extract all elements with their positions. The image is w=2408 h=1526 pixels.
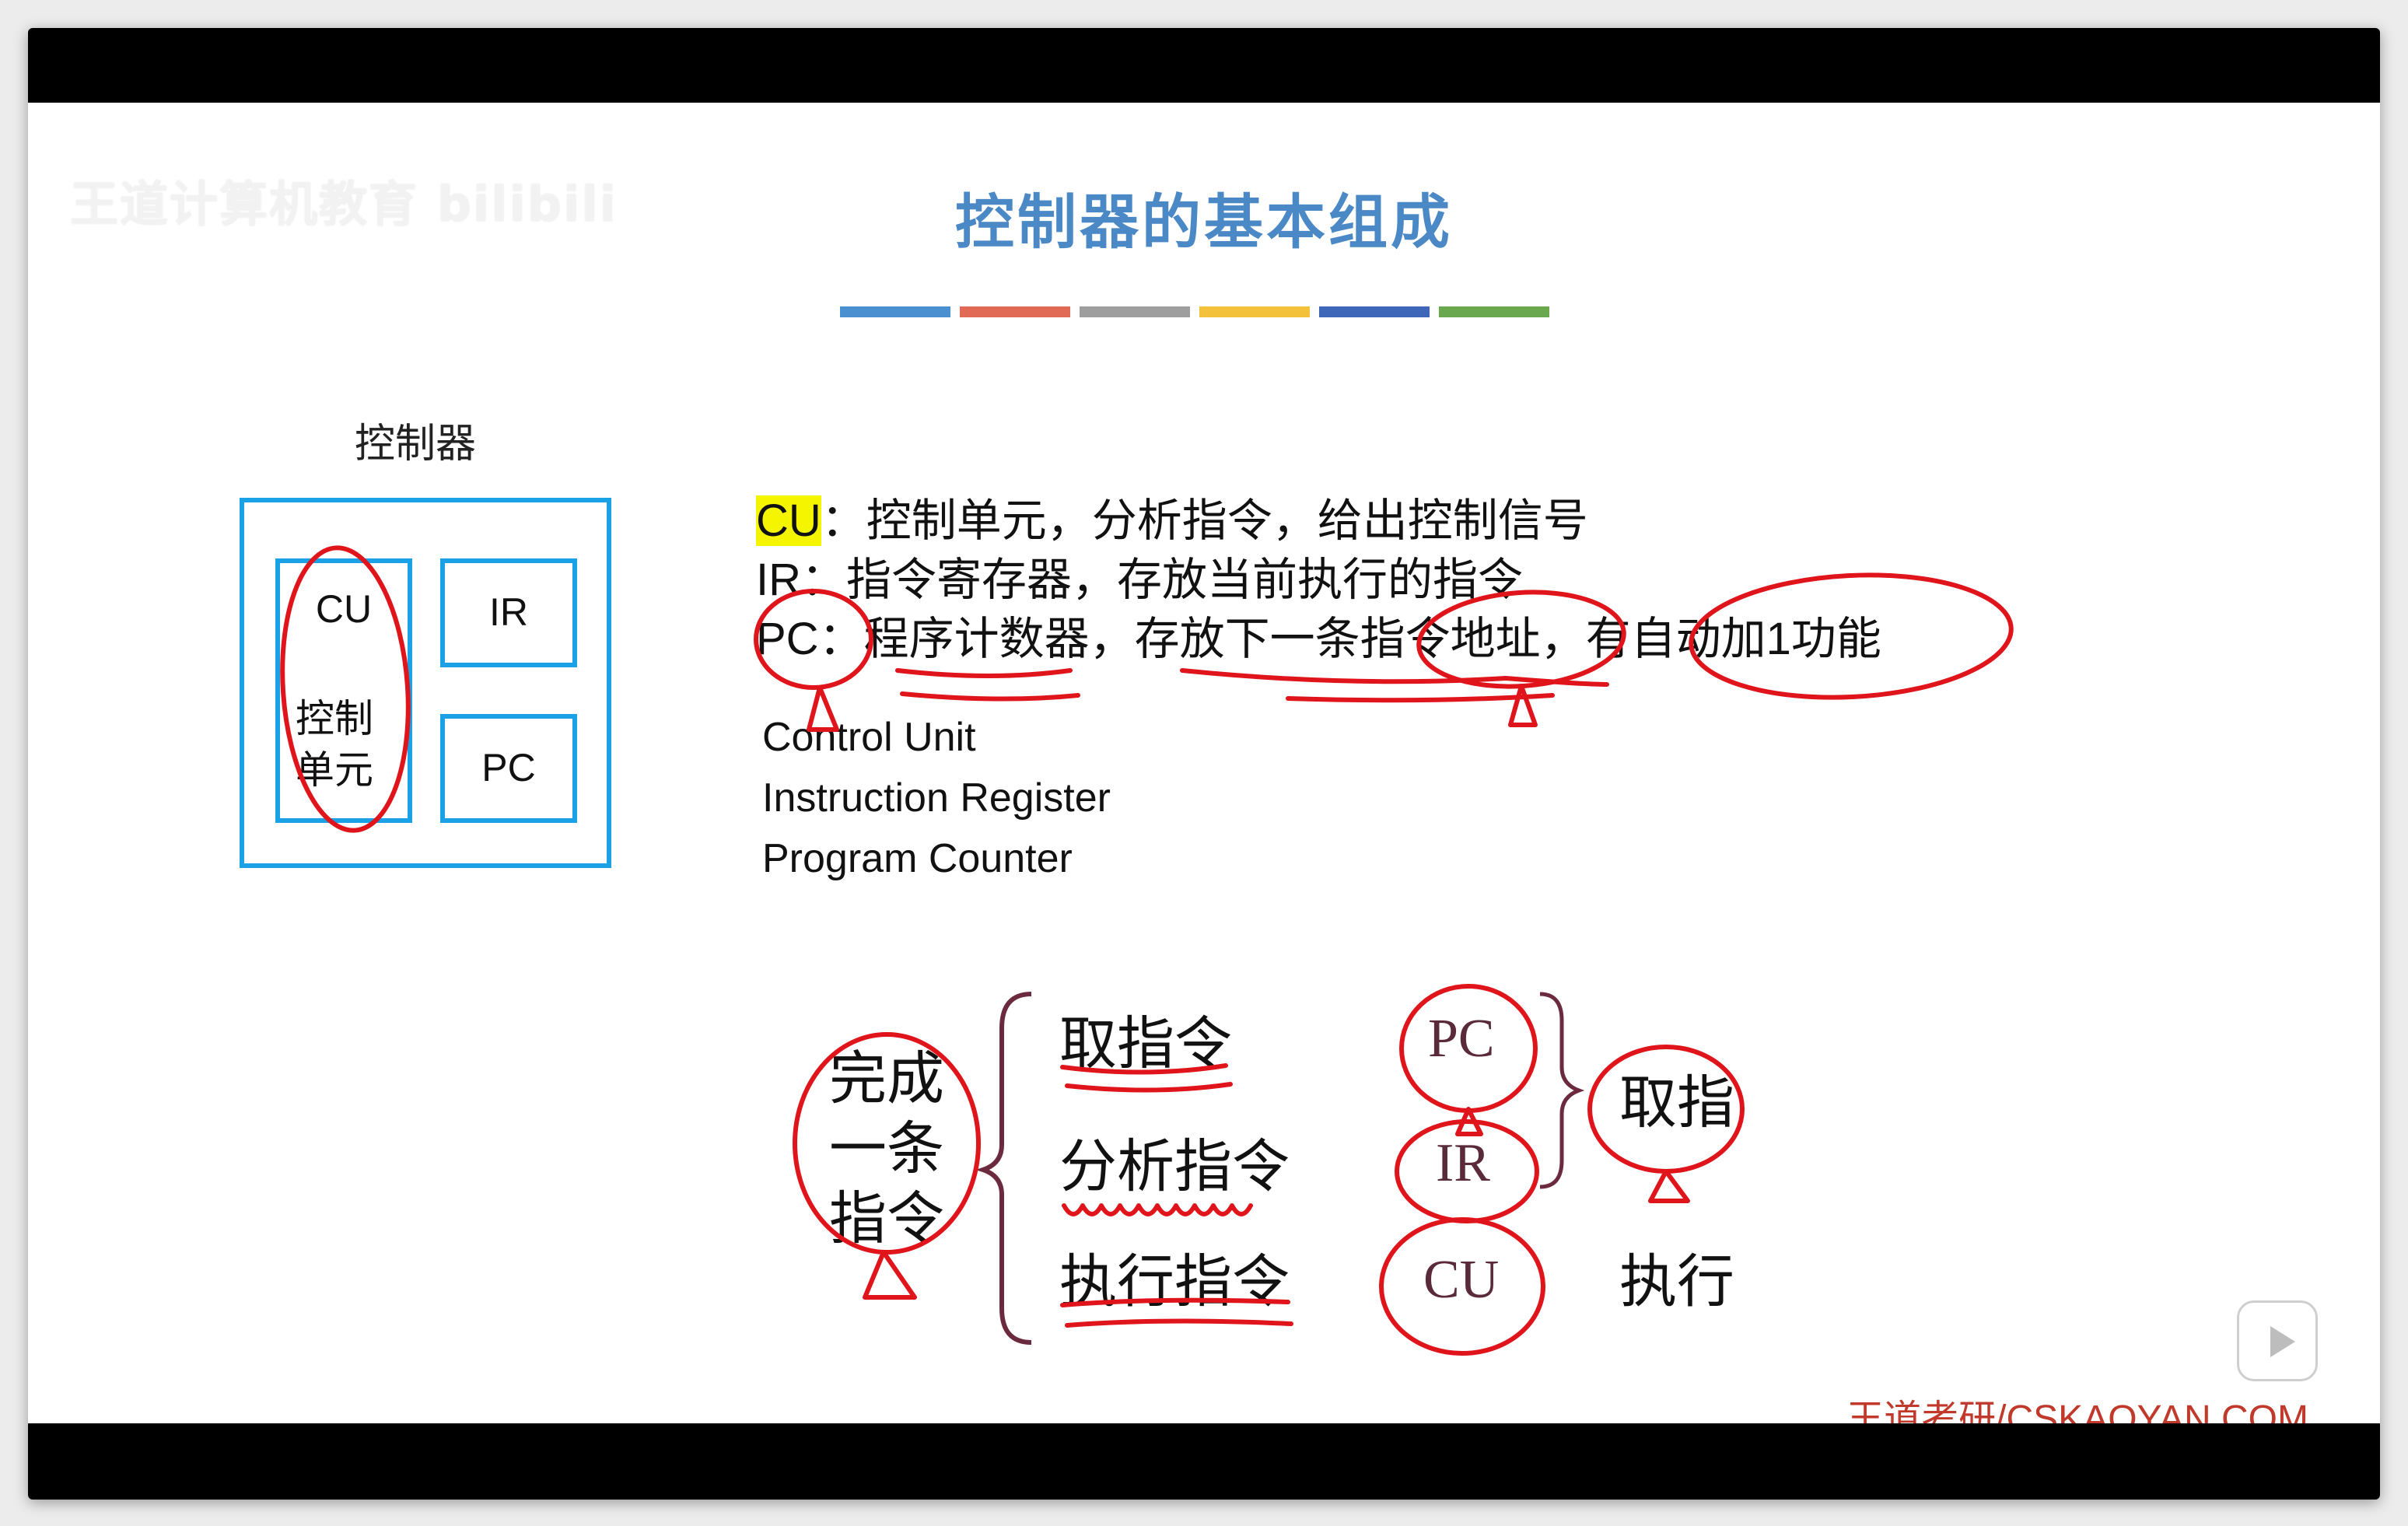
color-bar bbox=[1199, 306, 1310, 317]
ink-fetch-pointer bbox=[1648, 1169, 1690, 1203]
complete-line3: 指令 bbox=[829, 1185, 944, 1252]
definition-pc: PC：程序计数器，存放下一条指令地址，有自动加1功能 bbox=[756, 602, 1881, 667]
diagram-title: 控制器 bbox=[355, 421, 477, 467]
abbr-ir: IR bbox=[756, 555, 801, 605]
reg-pc: PC bbox=[1428, 1009, 1495, 1069]
abbr-pc: PC bbox=[756, 614, 819, 664]
step-execute: 执行指令 bbox=[1059, 1248, 1290, 1315]
definition-sep: ： bbox=[801, 555, 847, 605]
reg-cu: CU bbox=[1423, 1250, 1500, 1310]
definition-cu: CU：控制单元，分析指令，给出控制信号 bbox=[756, 484, 1588, 549]
ink-underline-pc-name bbox=[895, 668, 1073, 678]
color-bar bbox=[1319, 306, 1430, 317]
definition-text: 程序计数器，存放下一条指令地址，有自动加1功能 bbox=[863, 614, 1881, 664]
ink-underline-pc-name-2 bbox=[900, 691, 1080, 702]
brace-left bbox=[975, 992, 1032, 1345]
complete-line1: 完成 bbox=[829, 1045, 944, 1112]
english-pc: Program Counter bbox=[762, 836, 1073, 881]
ink-one-instr-pointer bbox=[863, 1250, 917, 1300]
ink-wavy-analyze bbox=[1062, 1203, 1253, 1216]
english-ir: Instruction Register bbox=[762, 775, 1111, 821]
controller-box bbox=[240, 498, 611, 868]
ir-label: IR bbox=[489, 590, 528, 634]
video-window: 王道计算机教育 bilibili 控制器的基本组成 控制器 CU 控制 单元 I… bbox=[28, 28, 2380, 1500]
pc-label: PC bbox=[481, 746, 536, 789]
color-bar bbox=[1439, 306, 1549, 317]
play-button[interactable] bbox=[2237, 1300, 2318, 1381]
reg-ir: IR bbox=[1436, 1133, 1490, 1193]
ink-addr-pointer bbox=[1508, 684, 1538, 727]
watermark: 王道计算机教育 bilibili bbox=[70, 176, 618, 233]
bottom-letterbox bbox=[28, 1423, 2380, 1500]
definition-text: 指令寄存器，存放当前执行的指令 bbox=[846, 555, 1524, 605]
color-bar bbox=[840, 306, 950, 317]
definition-sep: ： bbox=[821, 495, 866, 546]
title-color-bars bbox=[840, 306, 1549, 317]
ir-box bbox=[440, 558, 577, 667]
pc-box bbox=[440, 714, 577, 823]
definition-text: 控制单元，分析指令，给出控制信号 bbox=[866, 495, 1588, 546]
cu-label: CU bbox=[315, 587, 373, 631]
brace-right bbox=[1539, 992, 1585, 1189]
top-letterbox bbox=[28, 28, 2380, 103]
step-analyze: 分析指令 bbox=[1059, 1133, 1290, 1200]
ink-underline-fetch-2 bbox=[1065, 1082, 1233, 1093]
ink-underline-next-2 bbox=[1286, 693, 1555, 703]
complete-instruction-label: 完成 一条 指令 bbox=[829, 1044, 944, 1254]
definition-sep: ： bbox=[818, 614, 864, 664]
english-cu: Control Unit bbox=[762, 715, 976, 760]
fetch-label: 取指 bbox=[1619, 1069, 1734, 1136]
cu-cn-line2: 单元 bbox=[296, 747, 373, 793]
ink-pc-reg-pointer bbox=[1455, 1107, 1483, 1136]
ink-underline-next bbox=[1180, 668, 1609, 687]
color-bar bbox=[960, 306, 1070, 317]
exec-label: 执行 bbox=[1619, 1248, 1734, 1315]
slide: 王道计算机教育 bilibili 控制器的基本组成 控制器 CU 控制 单元 I… bbox=[28, 103, 2380, 1440]
cu-cn-line1: 控制 bbox=[296, 696, 373, 741]
slide-title: 控制器的基本组成 bbox=[955, 187, 1453, 257]
complete-line2: 一条 bbox=[829, 1115, 944, 1182]
ink-underline-exec-2 bbox=[1065, 1318, 1293, 1328]
definition-ir: IR：指令寄存器，存放当前执行的指令 bbox=[756, 543, 1523, 608]
abbr-cu: CU bbox=[756, 495, 821, 546]
play-icon bbox=[2270, 1326, 2295, 1357]
color-bar bbox=[1080, 306, 1190, 317]
step-fetch: 取指令 bbox=[1059, 1010, 1232, 1077]
